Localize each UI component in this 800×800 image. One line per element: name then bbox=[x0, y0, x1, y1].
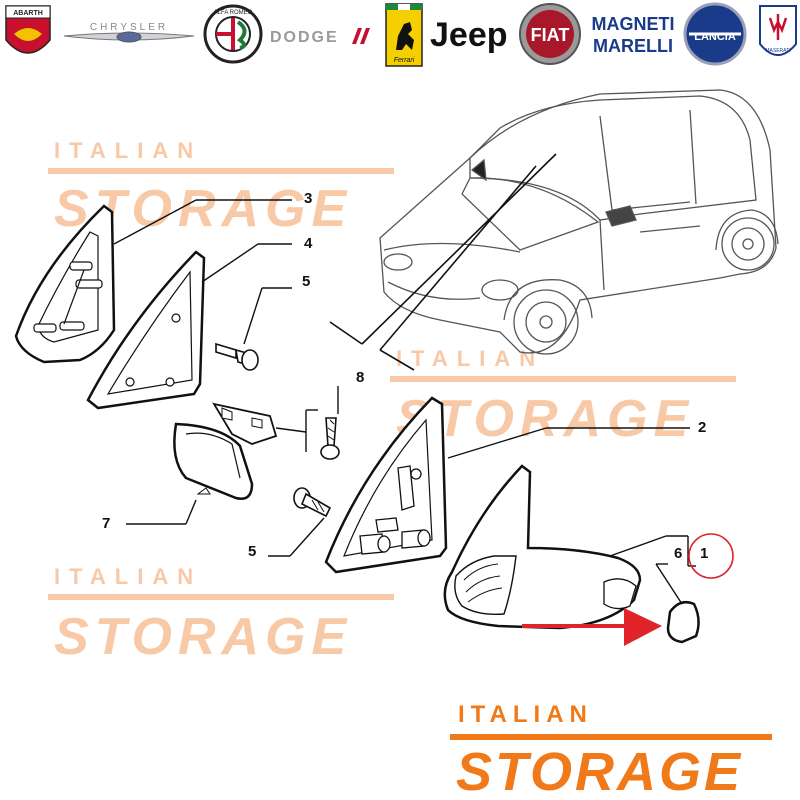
highlight-circle bbox=[688, 533, 734, 579]
car-leader-lines bbox=[329, 153, 557, 371]
callout-1: 1 bbox=[700, 545, 708, 562]
callout-8: 8 bbox=[356, 369, 364, 386]
callout-6: 6 bbox=[674, 545, 682, 562]
brand-logo-strip: ABARTH CHRYSLER ALFA ROMEO DODGE Ferrar bbox=[5, 2, 797, 67]
svg-text:ITALIAN: ITALIAN bbox=[458, 701, 593, 728]
svg-text:FIAT: FIAT bbox=[531, 25, 570, 45]
svg-text:ITALIAN: ITALIAN bbox=[54, 564, 202, 589]
svg-text:Ferrari: Ferrari bbox=[394, 57, 415, 64]
part-7-hinge bbox=[173, 402, 278, 500]
part-8-screw bbox=[320, 417, 340, 460]
callout-7: 7 bbox=[102, 515, 110, 532]
svg-text:ALFA ROMEO: ALFA ROMEO bbox=[214, 10, 253, 16]
svg-text:ITALIAN: ITALIAN bbox=[396, 346, 544, 371]
part-4-triangular-plate bbox=[86, 250, 206, 410]
part-6-mirror-cap bbox=[666, 601, 700, 644]
callout-leader-lines bbox=[113, 199, 696, 605]
callout-5-lower: 5 bbox=[248, 543, 256, 560]
callout-3: 3 bbox=[304, 190, 312, 207]
ferrari-logo: Ferrari bbox=[385, 3, 423, 67]
svg-text:MASERATI: MASERATI bbox=[765, 48, 790, 54]
part-3-base-cover bbox=[14, 204, 116, 364]
fiat-logo: FIAT bbox=[519, 3, 581, 65]
svg-text:STORAGE: STORAGE bbox=[456, 742, 743, 800]
part-5-bolt-upper bbox=[215, 342, 259, 371]
part-5-bolt-lower bbox=[293, 487, 332, 518]
part-8-leader-bracket bbox=[275, 386, 339, 452]
svg-text:CHRYSLER: CHRYSLER bbox=[90, 22, 168, 33]
svg-text:Jeep: Jeep bbox=[430, 16, 508, 54]
dodge-logo: DODGE bbox=[270, 28, 370, 46]
svg-text:ABARTH: ABARTH bbox=[13, 10, 43, 17]
abarth-logo: ABARTH bbox=[5, 5, 51, 54]
svg-text:MAGNETI: MAGNETI bbox=[592, 14, 675, 34]
callout-numbers: 3 4 5 8 2 7 5 6 1 bbox=[102, 190, 708, 562]
svg-text:DODGE: DODGE bbox=[270, 29, 339, 46]
red-pointer-arrow bbox=[522, 608, 662, 646]
lancia-logo: LANCIA bbox=[683, 2, 747, 66]
callout-5-upper: 5 bbox=[302, 273, 310, 290]
part-1-mirror-assembly bbox=[443, 464, 642, 630]
car-illustration bbox=[379, 89, 779, 355]
svg-text:STORAGE: STORAGE bbox=[54, 608, 352, 666]
chrysler-logo: CHRYSLER bbox=[63, 22, 195, 43]
svg-text:ITALIAN: ITALIAN bbox=[54, 138, 202, 163]
watermark-bottom-left: ITALIAN STORAGE bbox=[48, 564, 394, 666]
watermark-center-right: ITALIAN STORAGE bbox=[390, 346, 736, 448]
magneti-marelli-logo: MAGNETI MARELLI bbox=[592, 14, 675, 56]
alfa-romeo-logo: ALFA ROMEO bbox=[203, 4, 263, 64]
maserati-logo: MASERATI bbox=[759, 5, 797, 56]
italian-storage-footer-logo: ITALIAN STORAGE bbox=[450, 701, 772, 800]
svg-text:STORAGE: STORAGE bbox=[396, 390, 694, 448]
part-2-mounting-plate bbox=[324, 396, 448, 574]
svg-text:LANCIA: LANCIA bbox=[694, 31, 736, 43]
callout-2: 2 bbox=[698, 419, 706, 436]
callout-4: 4 bbox=[304, 235, 313, 252]
jeep-logo: Jeep bbox=[430, 16, 508, 54]
svg-text:MARELLI: MARELLI bbox=[593, 36, 673, 56]
